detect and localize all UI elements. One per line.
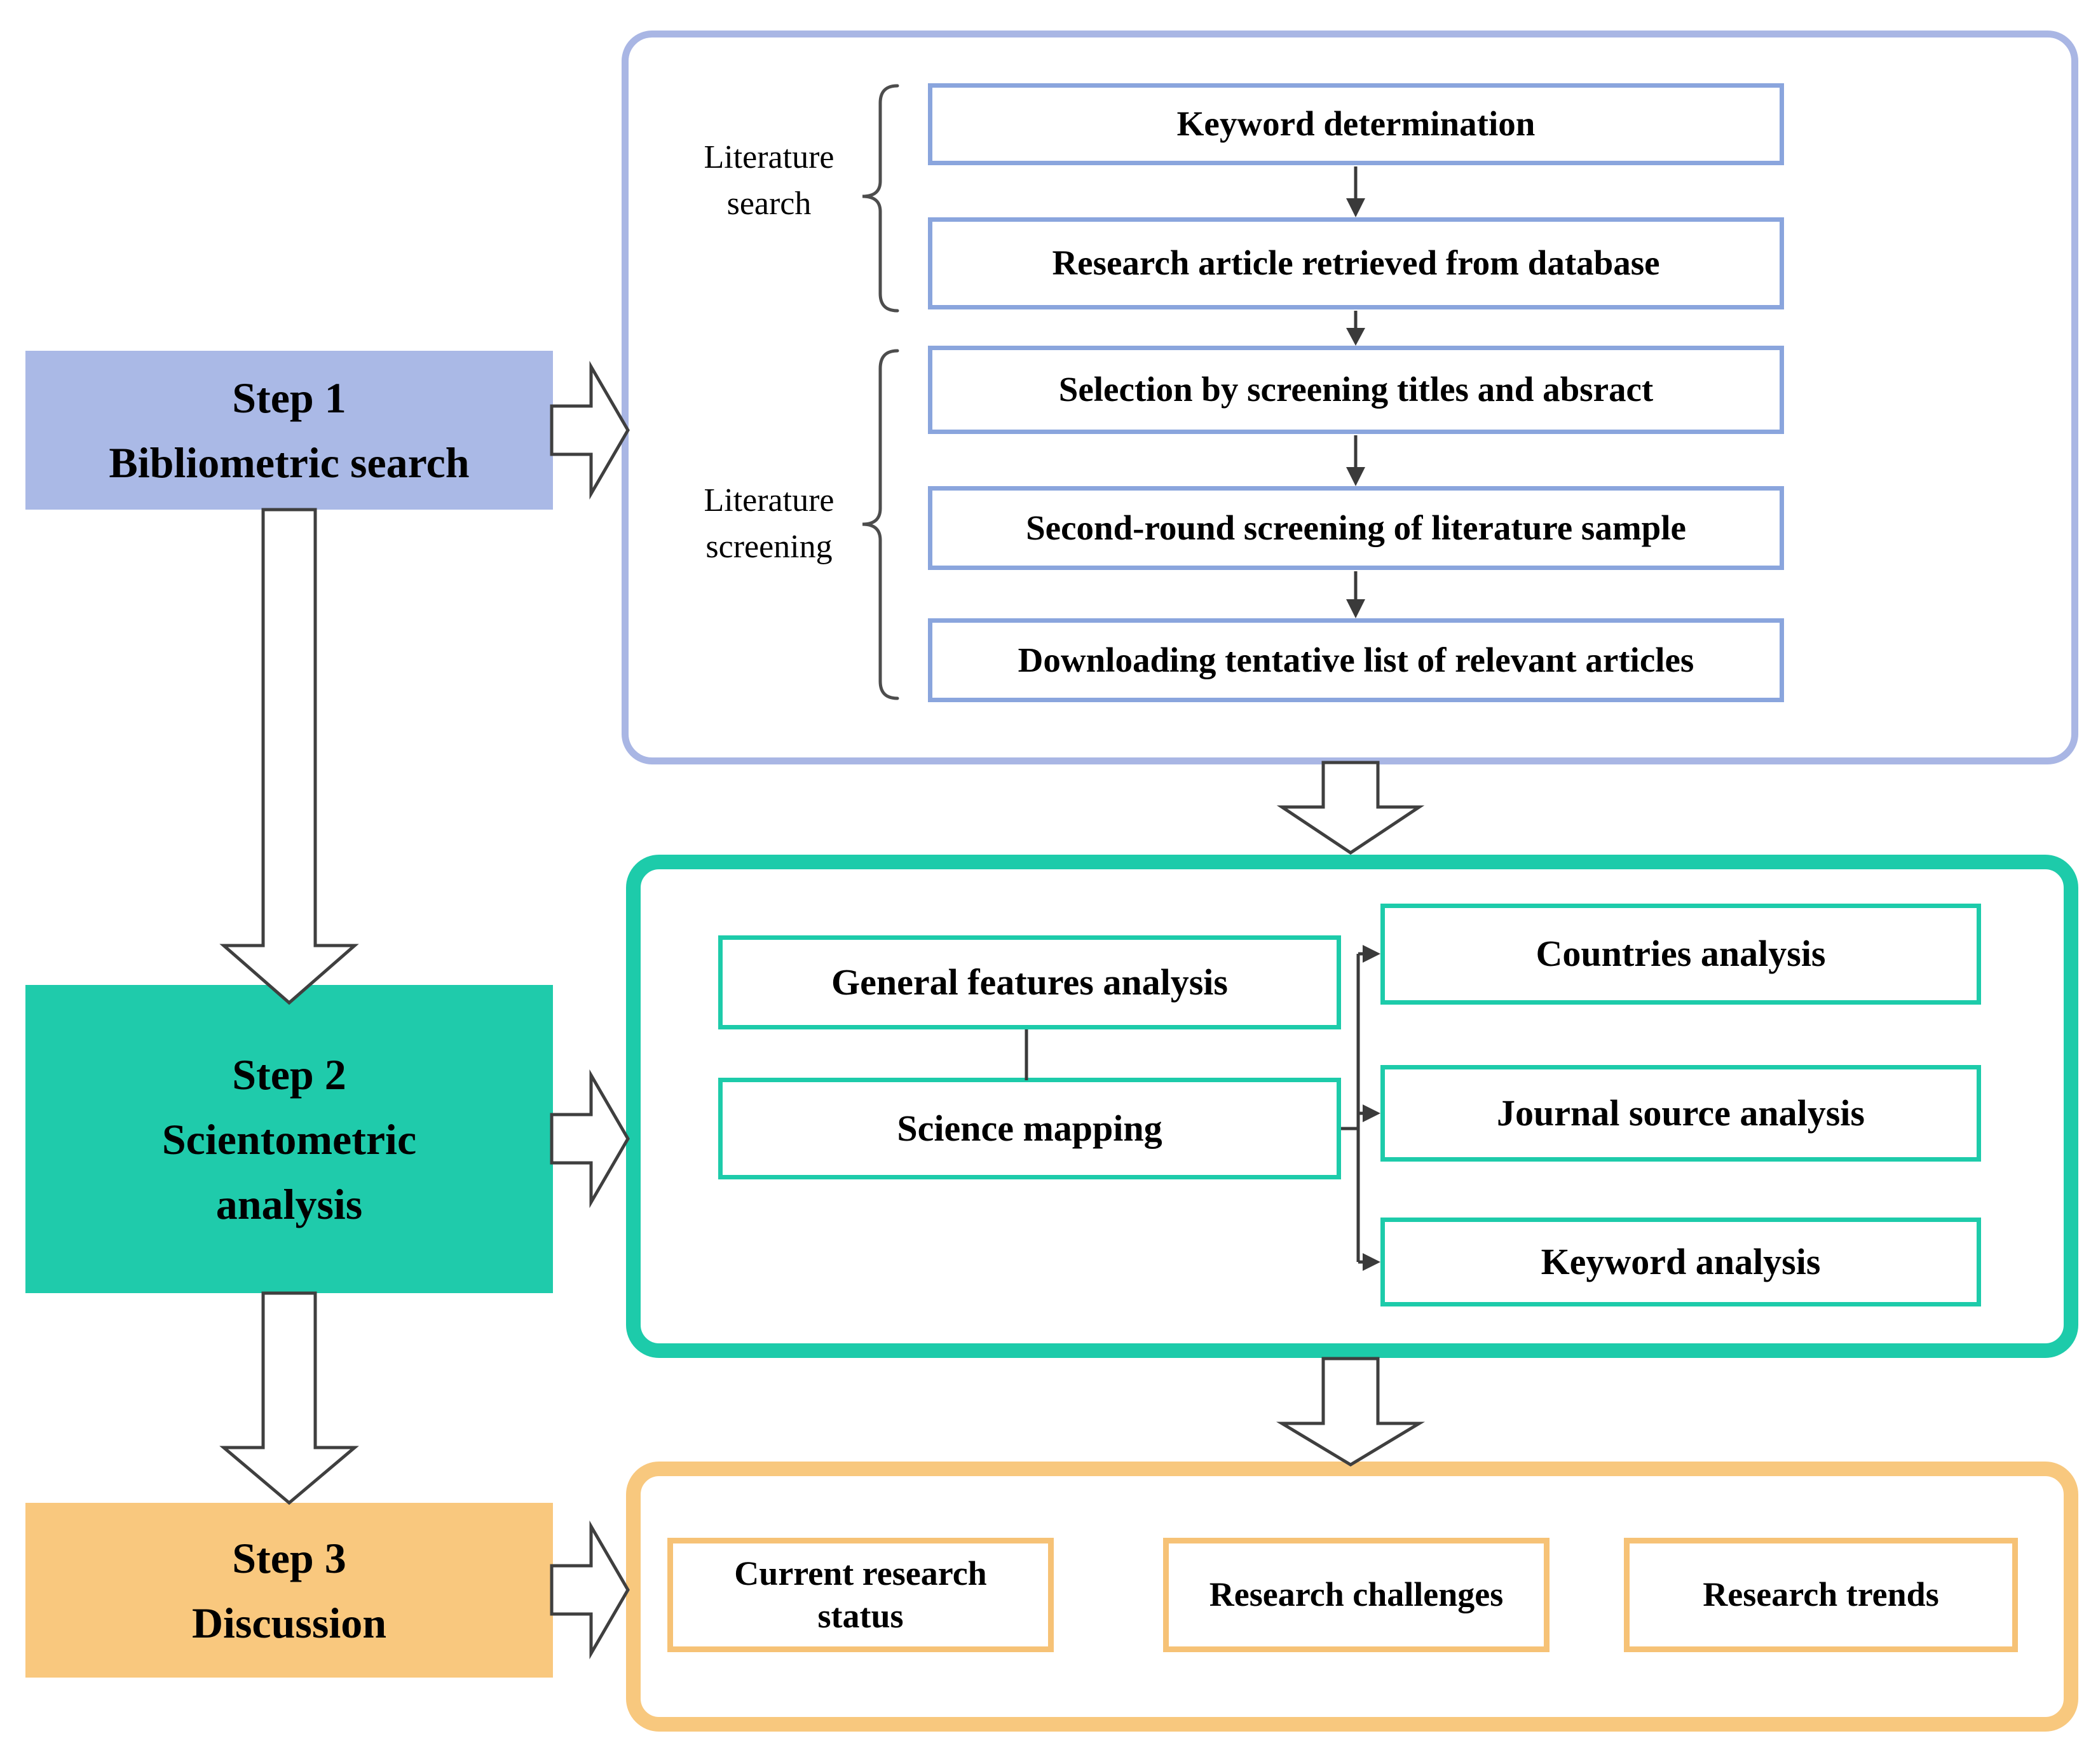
research-article-retrieved-box: Research article retrieved from database (928, 217, 1784, 309)
research-challenges-box: Research challenges (1163, 1538, 1550, 1652)
step1-box: Step 1 Bibliometric search (25, 351, 553, 510)
step3-title-line2: Discussion (191, 1598, 387, 1647)
arrow-step2-to-container (550, 1069, 630, 1209)
literature-search-label-line1: Literature (704, 139, 834, 175)
literature-screening-label-line2: screening (705, 528, 833, 565)
keyword-analysis-label: Keyword analysis (1541, 1240, 1821, 1282)
arrow-step1-to-container (550, 360, 630, 500)
research-challenges-label: Research challenges (1209, 1575, 1504, 1614)
current-research-status-box: Current research status (667, 1538, 1054, 1652)
literature-search-group-label: Literature search (648, 135, 890, 227)
downloading-list-label: Downloading tentative list of relevant a… (1018, 640, 1694, 679)
research-trends-box: Research trends (1624, 1538, 2018, 1652)
selection-screening-label: Selection by screening titles and absrac… (1058, 370, 1654, 409)
literature-search-label-line2: search (726, 185, 812, 222)
countries-analysis-box: Countries analysis (1380, 904, 1981, 1005)
downloading-list-box: Downloading tentative list of relevant a… (928, 618, 1784, 702)
step2-box: Step 2 Scientometric analysis (25, 985, 553, 1293)
literature-screening-group-label: Literature screening (648, 478, 890, 571)
countries-analysis-label: Countries analysis (1536, 933, 1826, 975)
arrow-step1-to-step2 (219, 508, 359, 1005)
step1-title-line2: Bibliometric search (109, 438, 470, 487)
keyword-determination-label: Keyword determination (1176, 104, 1536, 144)
science-mapping-box: Science mapping (718, 1078, 1341, 1179)
general-features-analysis-box: General features analysis (718, 935, 1341, 1029)
research-trends-label: Research trends (1703, 1575, 1939, 1614)
step3-title-line1: Step 3 (232, 1533, 346, 1582)
step2-title-line3: analysis (215, 1179, 363, 1228)
second-round-screening-box: Second-round screening of literature sam… (928, 486, 1784, 570)
arrow-container1-to-container2 (1276, 761, 1425, 855)
keyword-determination-box: Keyword determination (928, 83, 1784, 165)
second-round-screening-label: Second-round screening of literature sam… (1026, 508, 1686, 547)
current-research-status-label: Current research status (734, 1554, 987, 1636)
general-features-analysis-label: General features analysis (831, 961, 1228, 1003)
literature-screening-label-line1: Literature (704, 482, 834, 519)
selection-screening-box: Selection by screening titles and absrac… (928, 346, 1784, 434)
science-mapping-label: Science mapping (897, 1107, 1162, 1149)
keyword-analysis-box: Keyword analysis (1380, 1218, 1981, 1306)
step2-title-line2: Scientometric (161, 1115, 417, 1164)
arrow-step3-to-container (550, 1520, 630, 1660)
arrow-container2-to-container3 (1276, 1357, 1426, 1467)
step1-title-line1: Step 1 (232, 374, 346, 422)
journal-source-analysis-label: Journal source analysis (1496, 1092, 1865, 1134)
journal-source-analysis-box: Journal source analysis (1380, 1065, 1981, 1162)
step2-title-line1: Step 2 (232, 1050, 346, 1099)
arrow-step2-to-step3 (219, 1291, 359, 1505)
research-article-retrieved-label: Research article retrieved from database (1052, 243, 1660, 283)
step3-box: Step 3 Discussion (25, 1503, 553, 1678)
